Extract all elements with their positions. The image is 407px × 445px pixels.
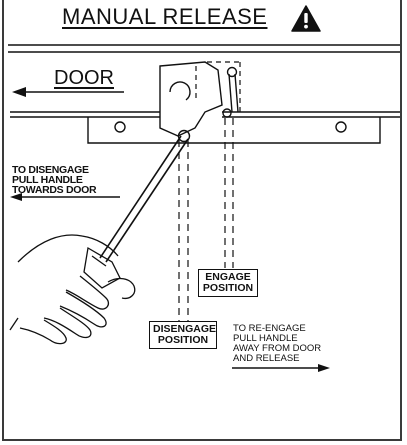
page-title: MANUAL RELEASE xyxy=(62,4,268,29)
disengage-instruction-line: TO DISENGAGE xyxy=(12,164,89,176)
reengage-instruction-line: AND RELEASE xyxy=(233,353,300,364)
disengage-arrow-head xyxy=(10,193,22,201)
door-arrow-head xyxy=(12,87,26,97)
engage-position-label: ENGAGE POSITION xyxy=(198,269,258,297)
disengage-position-label: DISENGAGE POSITION xyxy=(149,321,217,349)
engage-position-line: ENGAGE xyxy=(205,271,251,283)
reengage-instruction-line: TO RE-ENGAGE xyxy=(233,323,306,334)
hand-illustration xyxy=(9,234,136,345)
disengage-instruction-line: PULL HANDLE xyxy=(12,174,83,186)
disengage-position-line: POSITION xyxy=(157,334,209,346)
warning-triangle-icon xyxy=(291,5,321,32)
reengage-arrow-head xyxy=(318,364,330,372)
disengage-instruction-line: TOWARDS DOOR xyxy=(12,184,97,196)
diagram-frame xyxy=(2,0,402,441)
release-bracket xyxy=(159,61,223,137)
reengage-instruction-line: PULL HANDLE xyxy=(233,333,298,344)
door-label: DOOR xyxy=(54,67,114,89)
reengage-instruction: TO RE-ENGAGE PULL HANDLE AWAY FROM DOOR … xyxy=(233,324,321,364)
disengage-instruction: TO DISENGAGE PULL HANDLE TOWARDS DOOR xyxy=(12,164,97,196)
reengage-instruction-line: AWAY FROM DOOR xyxy=(233,343,322,354)
disengage-position-line: DISENGAGE xyxy=(153,323,217,335)
engage-position-line: POSITION xyxy=(202,282,254,294)
carriage-plate xyxy=(87,117,381,144)
